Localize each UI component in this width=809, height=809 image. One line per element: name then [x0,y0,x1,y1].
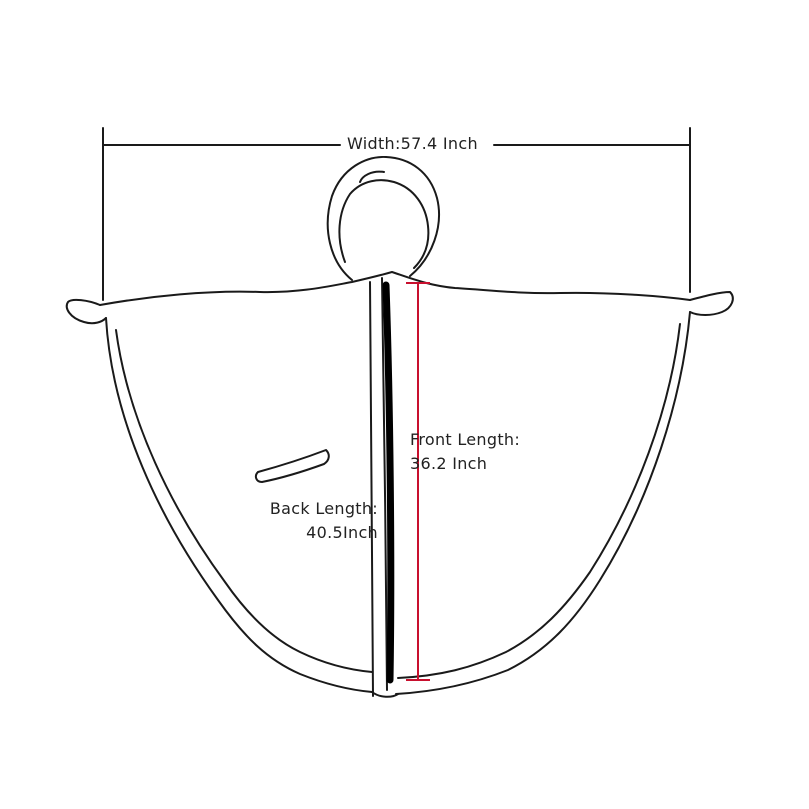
hood-outline [326,155,440,281]
right-tab [689,291,734,316]
hem-bottom [371,691,399,698]
pocket [254,449,330,483]
hood-inner [338,179,430,269]
back-length-value: 40.5Inch [306,523,378,542]
width-label: Width:57.4 Inch [344,132,481,156]
front-length-title: Front Length: [410,430,521,449]
back-length-title: Back Length: [269,499,378,518]
front-length-label: Front Length: 36.2 Inch [410,428,520,476]
body-inner-left [115,329,373,673]
left-tab [65,298,107,325]
body-inner-right [397,323,681,679]
body-outer-left [105,317,373,693]
back-length-label: Back Length: 40.5Inch [266,497,378,545]
zipper [382,281,395,684]
top-edge [99,271,691,306]
placket-left [369,281,374,697]
hood-seam [359,170,385,183]
placket-right [381,277,388,691]
body-outer-right [395,311,691,695]
front-length-value: 36.2 Inch [410,454,488,473]
